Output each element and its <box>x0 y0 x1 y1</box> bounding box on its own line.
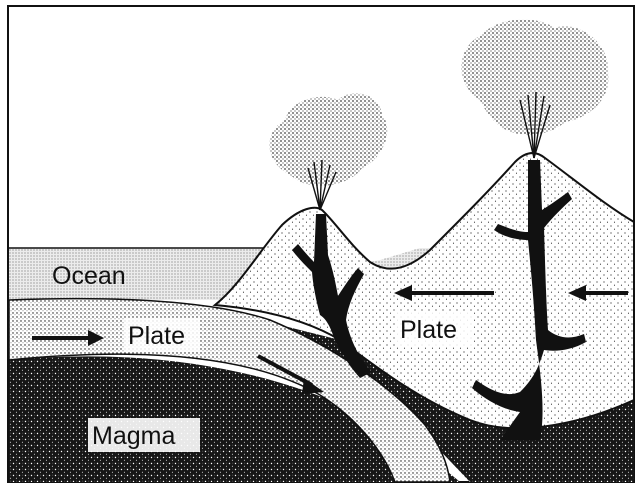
plate-left-label: Plate <box>128 322 185 350</box>
ocean-label: Ocean <box>52 262 126 290</box>
magma-label: Magma <box>92 422 175 450</box>
plate-right-label: Plate <box>400 316 457 344</box>
